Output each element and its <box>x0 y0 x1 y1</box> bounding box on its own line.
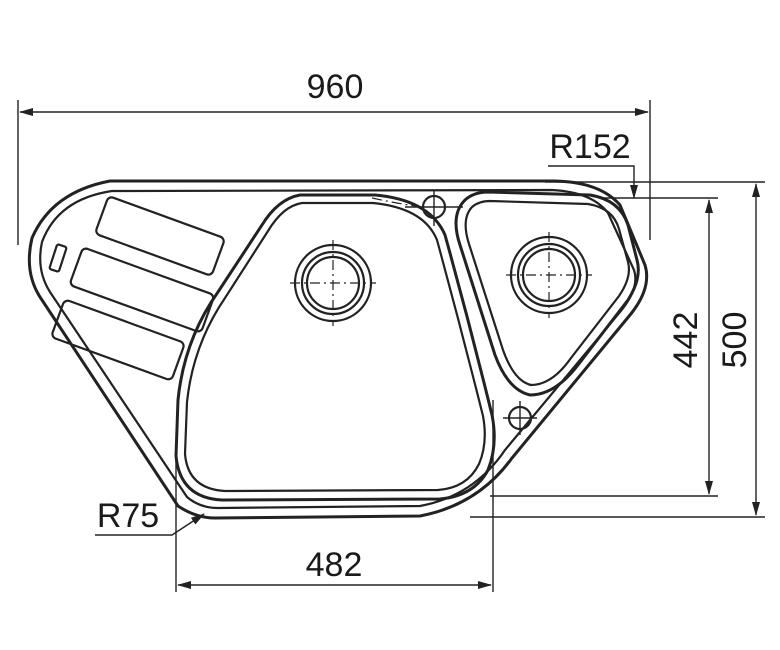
sink-body <box>27 179 649 520</box>
main-bowl-drain <box>290 240 376 326</box>
leader-r152 <box>548 165 638 199</box>
dimension-lines <box>19 108 760 589</box>
main-bowl <box>174 193 496 502</box>
drain-groove-3 <box>51 299 185 381</box>
drain-groove-1 <box>95 196 225 276</box>
sink-outer-rim <box>27 179 649 520</box>
secondary-bowl-outer <box>454 190 640 397</box>
main-bowl-outer <box>174 193 496 502</box>
drainer-slot <box>48 243 68 273</box>
label-corner-radius-bottom: R75 <box>97 497 159 535</box>
extension-lines <box>17 100 765 592</box>
tap-hole <box>371 190 463 226</box>
label-overall-depth: 500 <box>716 312 754 369</box>
secondary-bowl-drain <box>506 232 592 318</box>
label-bowl-width: 482 <box>306 546 363 584</box>
drainer-area <box>48 196 225 381</box>
label-corner-radius-top: R152 <box>549 128 630 166</box>
secondary-bowl <box>454 190 640 397</box>
label-overall-width: 960 <box>307 68 364 106</box>
drain-groove-2 <box>69 247 215 333</box>
leader-r75 <box>95 513 205 536</box>
label-bowl-depth: 442 <box>667 312 705 369</box>
main-bowl-inner <box>183 201 486 493</box>
overflow-hole <box>503 401 537 435</box>
secondary-bowl-inner <box>464 199 631 387</box>
